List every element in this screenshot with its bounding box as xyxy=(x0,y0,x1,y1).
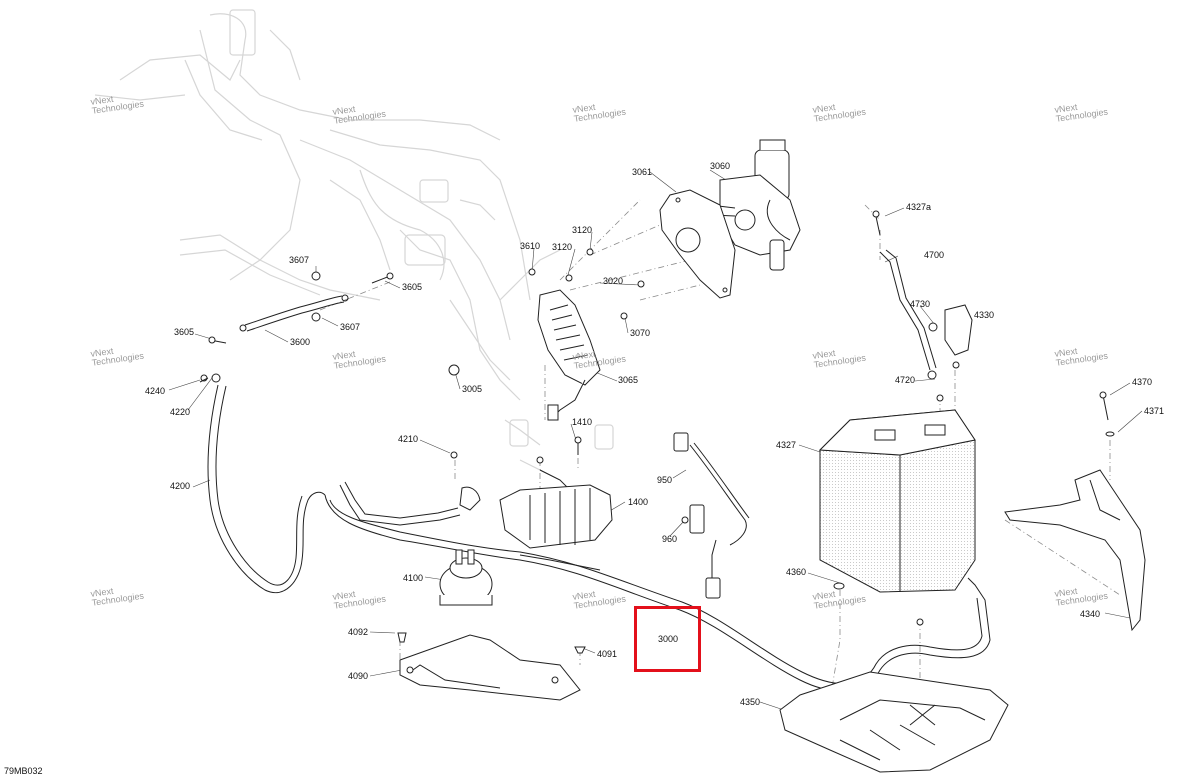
wiring-harness xyxy=(324,469,991,692)
callout-4700[interactable]: 4700 xyxy=(924,250,945,260)
callout-3120-upper[interactable]: 3120 xyxy=(572,225,593,235)
callout-4090[interactable]: 4090 xyxy=(348,671,369,681)
callout-3005[interactable]: 3005 xyxy=(462,384,483,394)
callout-3605-right[interactable]: 3605 xyxy=(402,282,423,292)
callout-4371[interactable]: 4371 xyxy=(1144,406,1165,416)
sheet-id: 79MB032 xyxy=(4,766,43,776)
callout-3020[interactable]: 3020 xyxy=(603,276,624,286)
callout-4327[interactable]: 4327 xyxy=(776,440,797,450)
callout-4360[interactable]: 4360 xyxy=(786,567,807,577)
regulator-1400 xyxy=(459,484,613,549)
callout-4370[interactable]: 4370 xyxy=(1132,377,1153,387)
callout-4200[interactable]: 4200 xyxy=(170,481,191,491)
bracket-4090 xyxy=(399,634,581,701)
cable-3600 xyxy=(239,294,349,332)
bracket-4340 xyxy=(1004,469,1146,632)
callout-950[interactable]: 950 xyxy=(657,475,673,485)
callout-4092[interactable]: 4092 xyxy=(348,627,369,637)
highlight-box-3000[interactable] xyxy=(634,606,701,672)
battery-4327 xyxy=(818,409,976,593)
callout-3065[interactable]: 3065 xyxy=(618,375,639,385)
sensor-950-960 xyxy=(673,432,750,599)
tray-4350 xyxy=(779,671,1009,773)
callout-4220[interactable]: 4220 xyxy=(170,407,191,417)
plate-3061 xyxy=(659,189,736,299)
callout-3060[interactable]: 3060 xyxy=(710,161,731,171)
callout-3600[interactable]: 3600 xyxy=(290,337,311,347)
cable-4200 xyxy=(199,373,326,594)
callout-1400[interactable]: 1400 xyxy=(628,497,649,507)
callout-960[interactable]: 960 xyxy=(662,534,678,544)
callout-4350[interactable]: 4350 xyxy=(740,697,761,707)
callout-3061[interactable]: 3061 xyxy=(632,167,653,177)
cable-4700 xyxy=(879,249,937,380)
callout-3607-upper[interactable]: 3607 xyxy=(289,255,310,265)
callout-4720[interactable]: 4720 xyxy=(895,375,916,385)
cap-4330 xyxy=(944,304,973,356)
callout-1410[interactable]: 1410 xyxy=(572,417,593,427)
callout-4730[interactable]: 4730 xyxy=(910,299,931,309)
callout-4240[interactable]: 4240 xyxy=(145,386,166,396)
callout-3610[interactable]: 3610 xyxy=(520,241,541,251)
fasteners xyxy=(208,210,1115,654)
callout-3607-lower[interactable]: 3607 xyxy=(340,322,361,332)
callout-3605-left[interactable]: 3605 xyxy=(174,327,195,337)
callout-4330[interactable]: 4330 xyxy=(974,310,995,320)
callout-3000[interactable]: 3000 xyxy=(658,634,679,644)
callout-4327a[interactable]: 4327a xyxy=(906,202,932,212)
callout-4091[interactable]: 4091 xyxy=(597,649,618,659)
callout-3120-lower[interactable]: 3120 xyxy=(552,242,573,252)
callout-4210[interactable]: 4210 xyxy=(398,434,419,444)
fuse-block-3065 xyxy=(537,289,601,421)
solenoid-4100 xyxy=(439,549,493,606)
callout-4100[interactable]: 4100 xyxy=(403,573,424,583)
callout-3070[interactable]: 3070 xyxy=(630,328,651,338)
actuator-3060 xyxy=(709,139,801,271)
callout-4340[interactable]: 4340 xyxy=(1080,609,1101,619)
